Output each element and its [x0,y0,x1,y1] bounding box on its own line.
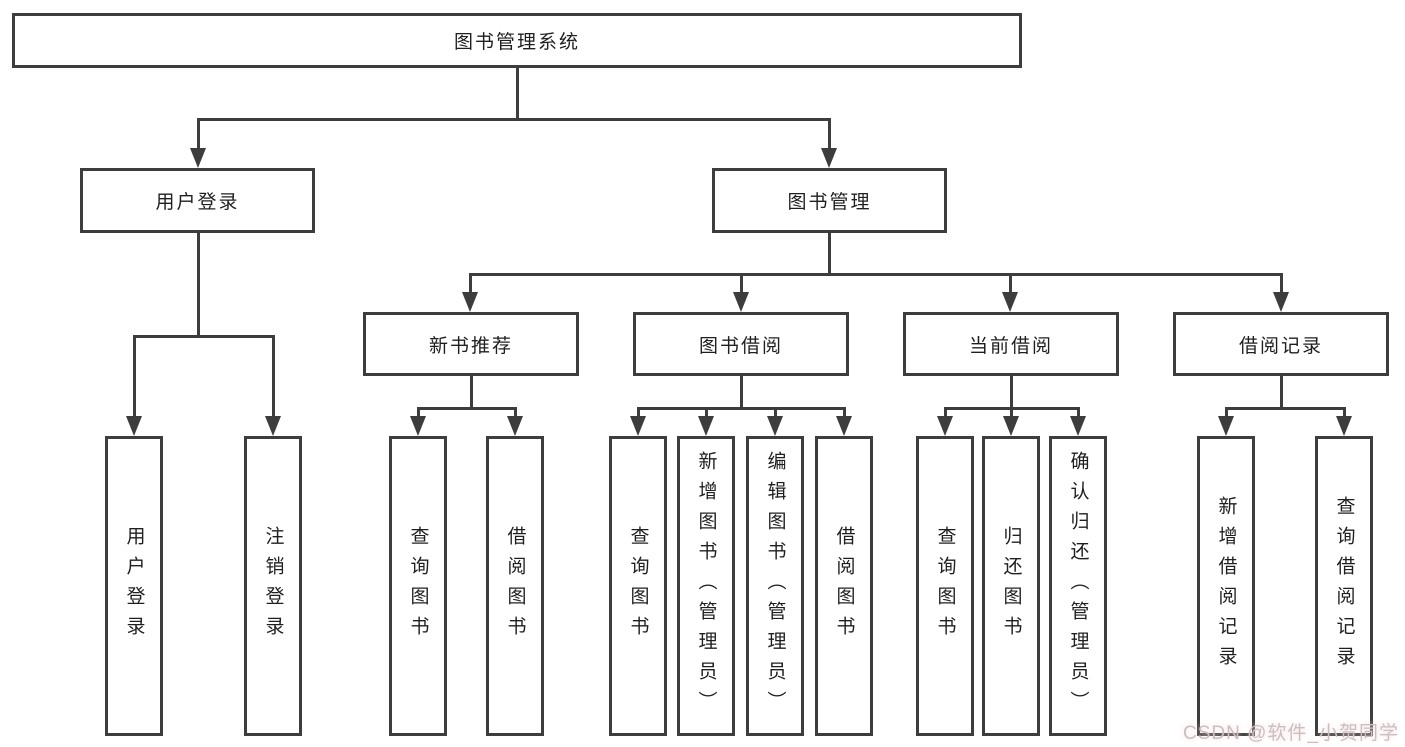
connector-line-vertical [1077,407,1080,418]
connector-line-vertical [1010,407,1013,418]
node-new-book-recommend: 新书推荐 [363,312,579,376]
arrowhead-down [507,416,523,436]
connector-line-vertical [1010,376,1013,410]
connector-line-horizontal [133,335,275,338]
connector-line-vertical [705,407,708,418]
arrowhead-down [265,416,281,436]
connector-line-vertical [272,335,275,419]
connector-line-vertical [1280,376,1283,410]
arrowhead-down [1002,292,1018,312]
arrowhead-down [462,292,478,312]
node-borrow-records: 借阅记录 [1173,312,1389,376]
arrowhead-down [1273,292,1289,312]
connector-line-vertical [774,407,777,418]
node-book-management: 图书管理 [712,168,947,233]
connector-line-vertical [1225,407,1228,418]
connector-line-vertical [197,233,200,338]
connector-line-vertical [197,118,200,151]
arrowhead-down [126,416,142,436]
connector-line-vertical [740,273,743,295]
connector-line-vertical [1280,273,1283,295]
arrowhead-down [1218,416,1234,436]
connector-line-vertical [417,407,420,418]
connector-line-vertical [470,376,473,410]
connector-line-horizontal [637,407,846,410]
arrowhead-down [821,148,837,168]
arrowhead-down [410,416,426,436]
arrowhead-down [698,416,714,436]
arrowhead-down [190,148,206,168]
connector-line-horizontal [197,118,831,121]
connector-line-vertical [514,407,517,418]
node-user-login: 用户登录 [80,168,315,233]
node-leaf-logout: 注销登录 [244,436,302,736]
node-leaf-borrow-books-1: 借阅图书 [486,436,544,736]
node-leaf-query-books-2: 查询图书 [609,436,667,736]
node-leaf-user-login: 用户登录 [105,436,163,736]
connector-line-vertical [637,407,640,418]
connector-line-vertical [1009,273,1012,295]
connector-line-horizontal [417,407,517,410]
arrowhead-down [630,416,646,436]
node-leaf-query-borrow-record: 查询借阅记录 [1315,436,1373,736]
arrowhead-down [767,416,783,436]
node-leaf-add-borrow-record: 新增借阅记录 [1197,436,1255,736]
connector-line-vertical [740,376,743,410]
node-leaf-return-books: 归还图书 [982,436,1040,736]
arrowhead-down [836,416,852,436]
connector-line-vertical [469,273,472,295]
arrowhead-down [1070,416,1086,436]
node-leaf-add-books: 新增图书（管理员） [677,436,735,736]
csdn-watermark: CSDN @软件_小贺同学 [1183,723,1399,744]
node-leaf-edit-books: 编辑图书（管理员） [746,436,804,736]
node-leaf-confirm-return: 确认归还（管理员） [1049,436,1107,736]
connector-line-vertical [1343,407,1346,418]
connector-line-vertical [944,407,947,418]
node-leaf-query-books-3: 查询图书 [916,436,974,736]
connector-line-horizontal [1225,407,1346,410]
connector-line-vertical [843,407,846,418]
node-library-management-system: 图书管理系统 [12,13,1022,68]
node-current-borrow: 当前借阅 [903,312,1119,376]
node-leaf-query-books-1: 查询图书 [389,436,447,736]
arrowhead-down [733,292,749,312]
arrowhead-down [1336,416,1352,436]
connector-line-vertical [133,335,136,419]
node-book-borrow: 图书借阅 [633,312,849,376]
arrowhead-down [1003,416,1019,436]
connector-line-vertical [828,118,831,151]
arrowhead-down [937,416,953,436]
node-leaf-borrow-books-2: 借阅图书 [815,436,873,736]
connector-line-vertical [828,233,831,276]
connector-line-horizontal [469,273,1283,276]
connector-line-vertical [516,68,519,120]
